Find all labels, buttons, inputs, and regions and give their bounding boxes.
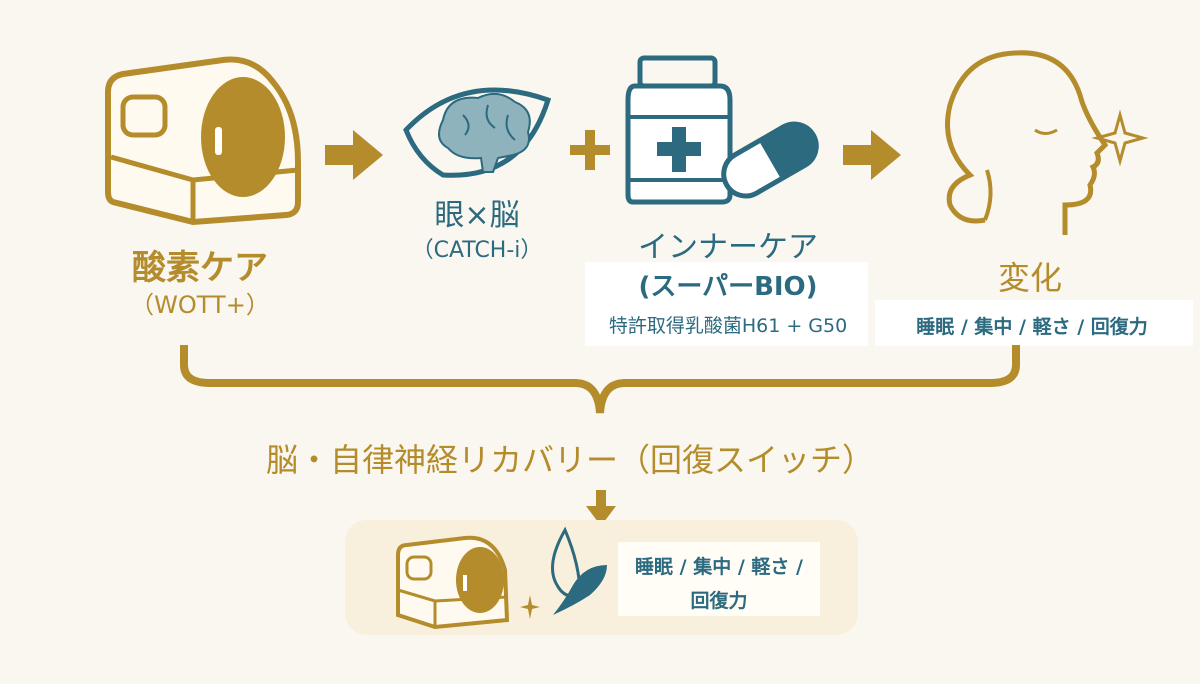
step-eye-brain-subtitle: （CATCH-i）: [411, 238, 543, 263]
step-eye-brain-title: 眼×脳: [434, 198, 520, 233]
summary-title: 脳・自律神経リカバリー（回復スイッチ）: [265, 441, 875, 479]
result-detail-box: [618, 542, 820, 616]
step-inner-care-title: インナーケア: [638, 230, 818, 265]
result-line-2: 回復力: [690, 590, 748, 612]
step-change-title: 変化: [997, 259, 1063, 297]
curly-brace: [180, 345, 1020, 414]
arrow-down-icon: [586, 490, 616, 526]
oxygen-capsule-small-icon: [396, 535, 510, 630]
inner-care-detail-box: [585, 262, 868, 346]
step-change-detail: 睡眠 / 集中 / 軽さ / 回復力: [916, 316, 1148, 338]
sparkle-icon: [520, 595, 540, 619]
change-detail-box: [875, 300, 1193, 346]
face-icon: [945, 50, 1149, 235]
oxygen-capsule-icon: [105, 56, 301, 226]
step-inner-care-detail: 特許取得乳酸菌H61 + G50: [608, 315, 848, 337]
result-line-1: 睡眠 / 集中 / 軽さ /: [635, 556, 803, 578]
plus-icon: [570, 130, 610, 170]
step-oxygen-title: 酸素ケア: [132, 248, 268, 288]
arrow-right-icon: [843, 130, 901, 180]
leaf-icon: [551, 526, 607, 615]
step-oxygen-subtitle: （WOTT+）: [130, 291, 270, 319]
arrow-right-icon: [325, 130, 383, 180]
brain-eye-icon: [403, 87, 552, 178]
supplement-bottle-icon: [625, 55, 819, 205]
step-inner-care-subtitle: (スーパーBIO): [638, 272, 818, 302]
